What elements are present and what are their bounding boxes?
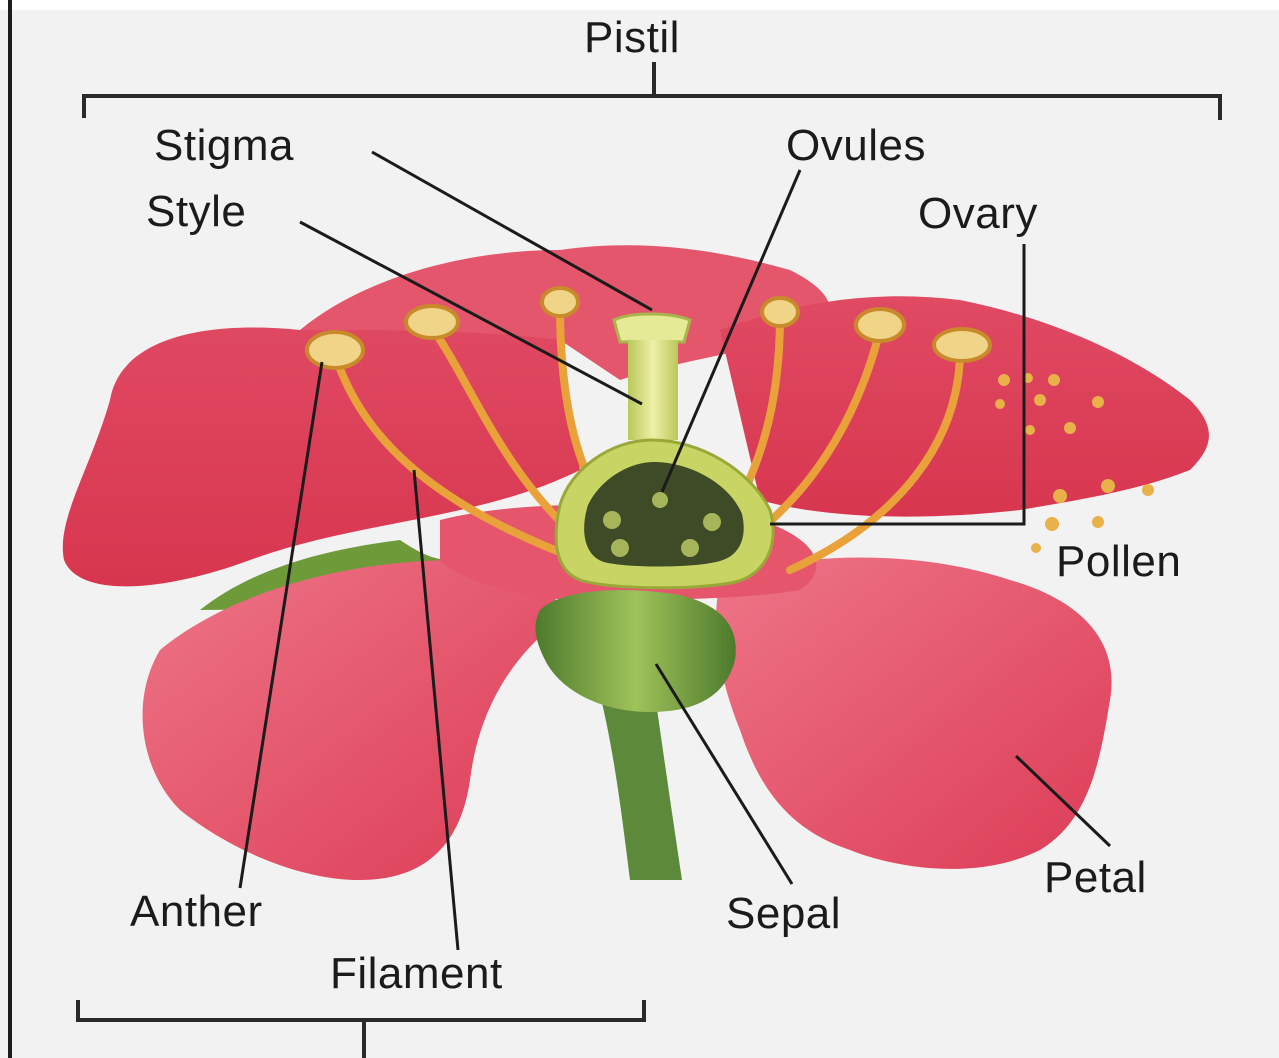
- petal-label: Petal: [1044, 856, 1147, 900]
- pistil-label: Pistil: [584, 16, 680, 60]
- pollen-label: Pollen: [1056, 540, 1181, 584]
- style: [628, 340, 678, 440]
- stigma: [614, 314, 690, 342]
- stamen-bracket: [78, 1000, 644, 1058]
- sepal-label: Sepal: [726, 892, 841, 936]
- style-label: Style: [146, 190, 246, 234]
- ovary-label: Ovary: [918, 192, 1038, 236]
- stigma-label: Stigma: [154, 124, 294, 168]
- sepal: [535, 590, 735, 712]
- petal-front-right: [716, 558, 1111, 869]
- filament-label: Filament: [330, 952, 503, 996]
- stem-and-sepal: [535, 590, 735, 880]
- ovules-label: Ovules: [786, 124, 926, 168]
- pistil-bracket: [84, 62, 1220, 120]
- anther-label: Anther: [130, 890, 263, 934]
